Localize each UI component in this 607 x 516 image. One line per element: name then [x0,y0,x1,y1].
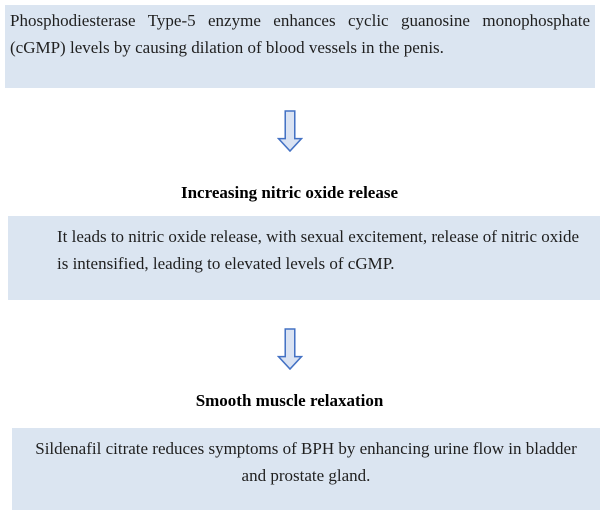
step-label-smooth-muscle-relaxation: Smooth muscle relaxation [195,391,384,410]
down-arrow-icon [276,328,303,370]
step-label-increasing-nitric-oxide: Increasing nitric oxide release [180,183,399,202]
step-2-text: It leads to nitric oxide release, with s… [57,227,580,273]
down-arrow-icon [276,110,303,152]
step-3-box: Sildenafil citrate reduces symptoms of B… [12,428,600,510]
arrow-2-container [0,328,579,375]
step-1-text: Phosphodiesterase Type-5 enzyme enhances… [10,11,590,57]
step-3-text: Sildenafil citrate reduces symptoms of B… [35,439,577,485]
flowchart-canvas: Phosphodiesterase Type-5 enzyme enhances… [0,5,607,516]
step-2-box: It leads to nitric oxide release, with s… [8,216,600,300]
step-1-box: Phosphodiesterase Type-5 enzyme enhances… [5,5,595,88]
arrow-1-container [0,110,579,157]
